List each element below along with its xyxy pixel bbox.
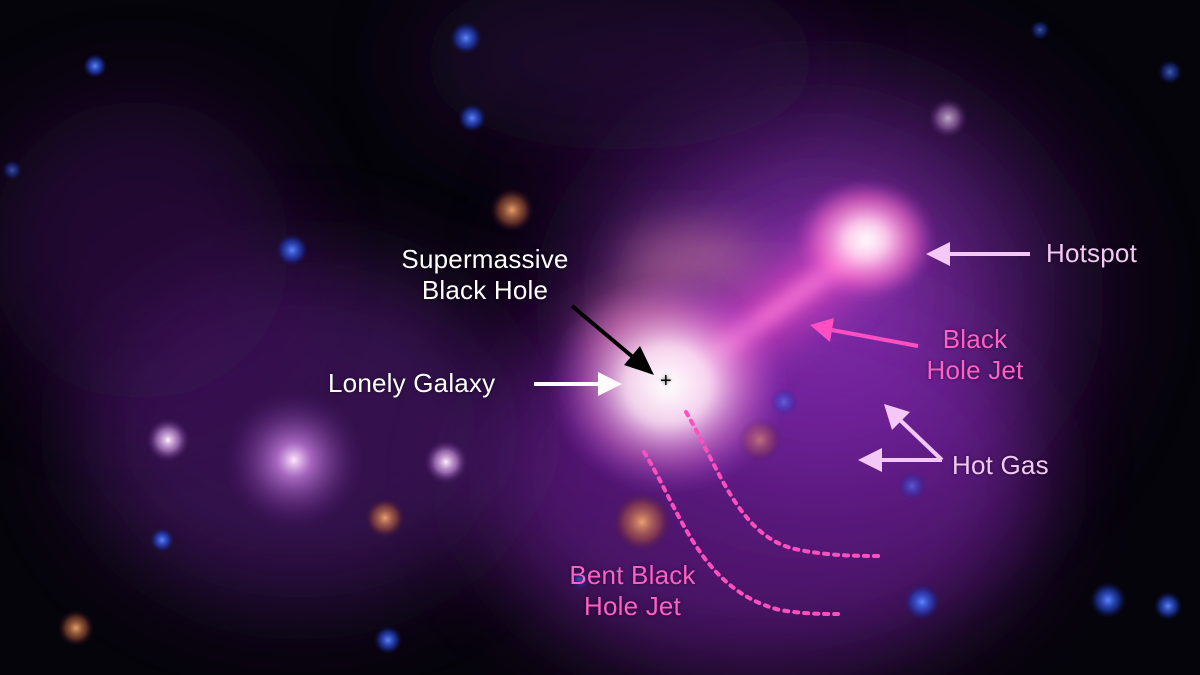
supermassive-line2: Black Hole: [421, 275, 549, 305]
hot-gas-label: Hot Gas: [952, 450, 1049, 480]
bent-jet-line1: Bent Black: [569, 560, 696, 590]
supermassive-line1: Supermassive: [401, 244, 569, 274]
black-hole-arrow: [570, 304, 654, 375]
supermassive-black-hole-label: Supermassive Black Hole: [380, 244, 590, 306]
galaxy-core: [548, 275, 788, 495]
hotspot-label: Hotspot: [1046, 238, 1138, 268]
hotspot-glow: [796, 180, 936, 300]
black-hole-jet-label: Black Hole Jet: [910, 324, 1040, 386]
hotspot-arrow: [926, 242, 1030, 266]
background-stars: [2, 20, 1182, 654]
left-galaxy: [224, 390, 364, 530]
bent-jet-outline: [642, 410, 884, 616]
jet-arrow: [810, 318, 919, 348]
black-hole-marker: +: [660, 370, 672, 392]
black-hole-jet-line2: Hole Jet: [926, 355, 1024, 385]
bent-jet-line2: Hole Jet: [584, 591, 681, 621]
lonely-galaxy-arrow: [534, 372, 622, 396]
hot-gas-arrows: [858, 404, 944, 472]
lonely-galaxy-label: Lonely Galaxy: [328, 368, 496, 398]
black-hole-jet-line1: Black: [942, 324, 1008, 354]
bent-black-hole-jet-label: Bent Black Hole Jet: [550, 560, 715, 622]
